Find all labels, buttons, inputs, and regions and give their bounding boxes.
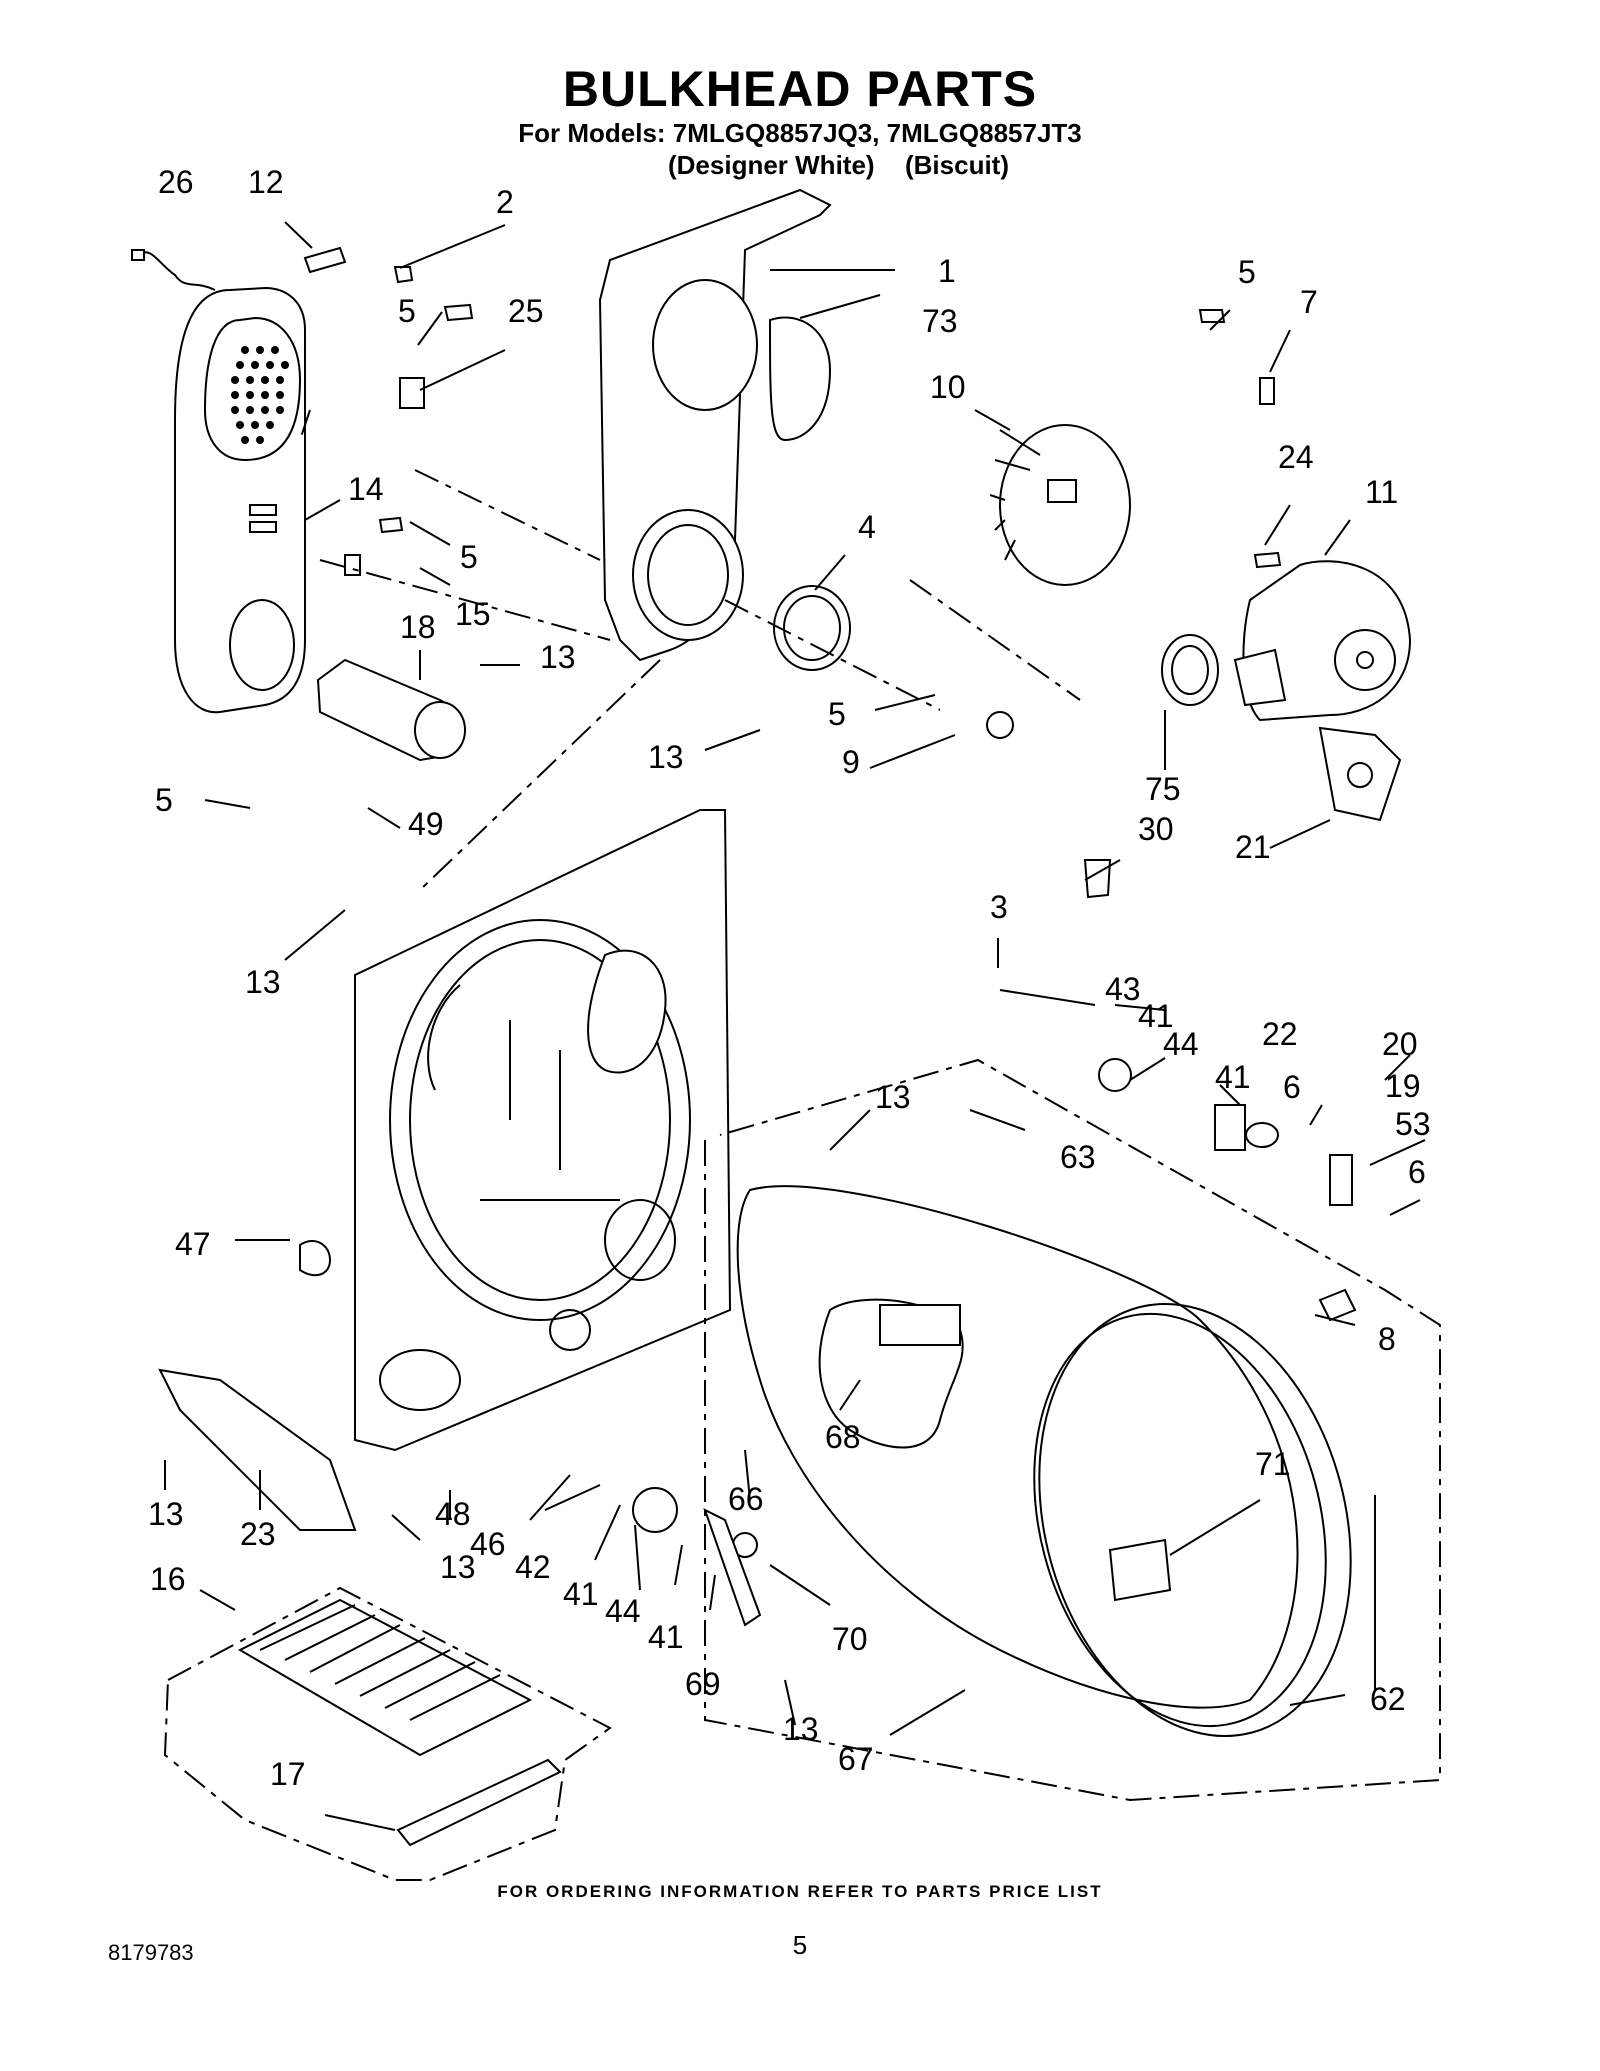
- rollers: [299, 859, 1357, 1627]
- part-label-69: 69: [685, 1666, 721, 1702]
- part-label-13: 13: [540, 639, 576, 675]
- models-line: For Models: 7MLGQ8857JQ3, 7MLGQ8857JT3: [518, 118, 1082, 148]
- heater-outline: [163, 1586, 612, 1881]
- part-label-2: 2: [496, 184, 514, 220]
- part-label-22: 22: [1262, 1016, 1298, 1052]
- color-biscuit: (Biscuit): [905, 150, 1009, 180]
- part-label-5: 5: [155, 782, 173, 818]
- part-label-8: 8: [1378, 1321, 1396, 1357]
- part-label-68: 68: [825, 1419, 861, 1455]
- part-label-7: 7: [1300, 284, 1318, 320]
- part-label-6: 6: [1283, 1069, 1301, 1105]
- part-label-26: 26: [158, 164, 194, 200]
- part-label-24: 24: [1278, 439, 1314, 475]
- duct-tube: [316, 658, 466, 762]
- part-label-13: 13: [783, 1711, 819, 1747]
- toe-kick: [158, 1368, 357, 1531]
- rear-panel: [354, 809, 732, 1452]
- part-label-43: 43: [1105, 971, 1141, 1007]
- part-label-5: 5: [828, 696, 846, 732]
- part-label-19: 19: [1385, 1068, 1421, 1104]
- page-title: BULKHEAD PARTS: [562, 61, 1038, 117]
- part-label-41: 41: [1138, 998, 1174, 1034]
- part-label-44: 44: [605, 1593, 641, 1629]
- part-label-71: 71: [1255, 1446, 1291, 1482]
- bulkhead-panel: [598, 188, 851, 671]
- part-label-25: 25: [508, 293, 544, 329]
- ordering-note: FOR ORDERING INFORMATION REFER TO PARTS …: [497, 1882, 1103, 1901]
- page-number: 5: [792, 1930, 808, 1960]
- part-label-49: 49: [408, 806, 444, 842]
- part-label-13: 13: [245, 964, 281, 1000]
- part-label-44: 44: [1163, 1026, 1199, 1062]
- color-designer-white: (Designer White): [668, 150, 875, 180]
- heater-grid: [237, 1598, 562, 1847]
- part-label-16: 16: [150, 1561, 186, 1597]
- part-label-13: 13: [648, 739, 684, 775]
- part-label-41: 41: [1215, 1059, 1251, 1095]
- part-label-73: 73: [922, 303, 958, 339]
- part-label-75: 75: [1145, 771, 1181, 807]
- lint-screen-holes-icon: [231, 346, 289, 444]
- part-label-11: 11: [1365, 474, 1398, 510]
- part-label-30: 30: [1138, 811, 1174, 847]
- part-label-67: 67: [838, 1741, 874, 1777]
- part-label-20: 20: [1382, 1026, 1418, 1062]
- part-label-48: 48: [435, 1496, 471, 1532]
- blower-assembly: [986, 309, 1412, 822]
- document-number: 8179783: [108, 1940, 194, 1965]
- part-label-13: 13: [440, 1549, 476, 1585]
- part-label-4: 4: [858, 509, 876, 545]
- part-label-15: 15: [455, 596, 491, 632]
- part-label-46: 46: [470, 1526, 506, 1562]
- part-label-63: 63: [1060, 1139, 1096, 1175]
- part-label-9: 9: [842, 744, 860, 780]
- part-label-47: 47: [175, 1226, 211, 1262]
- part-label-12: 12: [248, 164, 284, 200]
- part-label-10: 10: [930, 369, 966, 405]
- part-label-21: 21: [1235, 829, 1271, 865]
- part-label-18: 18: [400, 609, 436, 645]
- drum: [736, 1185, 1352, 1738]
- part-label-6: 6: [1408, 1154, 1426, 1190]
- part-label-66: 66: [728, 1481, 764, 1517]
- part-label-13: 13: [148, 1496, 184, 1532]
- front-duct-housing: [131, 249, 306, 714]
- part-label-13: 13: [875, 1079, 911, 1115]
- part-label-62: 62: [1370, 1681, 1406, 1717]
- part-label-53: 53: [1395, 1106, 1431, 1142]
- part-label-5: 5: [398, 293, 416, 329]
- small-parts-top-left: [303, 246, 474, 576]
- leader-arrows: [164, 221, 1426, 1831]
- part-label-17: 17: [270, 1756, 306, 1792]
- part-label-5: 5: [460, 539, 478, 575]
- part-labels: 26 12 2 5 25 1 73 5 7 10 24 11 14 5 4 15…: [148, 164, 1431, 1792]
- drum-outline: [704, 1058, 1441, 1802]
- part-label-70: 70: [832, 1621, 868, 1657]
- part-label-42: 42: [515, 1549, 551, 1585]
- part-label-14: 14: [348, 471, 384, 507]
- part-label-3: 3: [990, 889, 1008, 925]
- part-label-41: 41: [648, 1619, 684, 1655]
- part-label-1: 1: [938, 253, 956, 289]
- leader-dashes: [299, 409, 1081, 891]
- part-label-41: 41: [563, 1576, 599, 1612]
- part-label-23: 23: [240, 1516, 276, 1552]
- part-label-5: 5: [1238, 254, 1256, 290]
